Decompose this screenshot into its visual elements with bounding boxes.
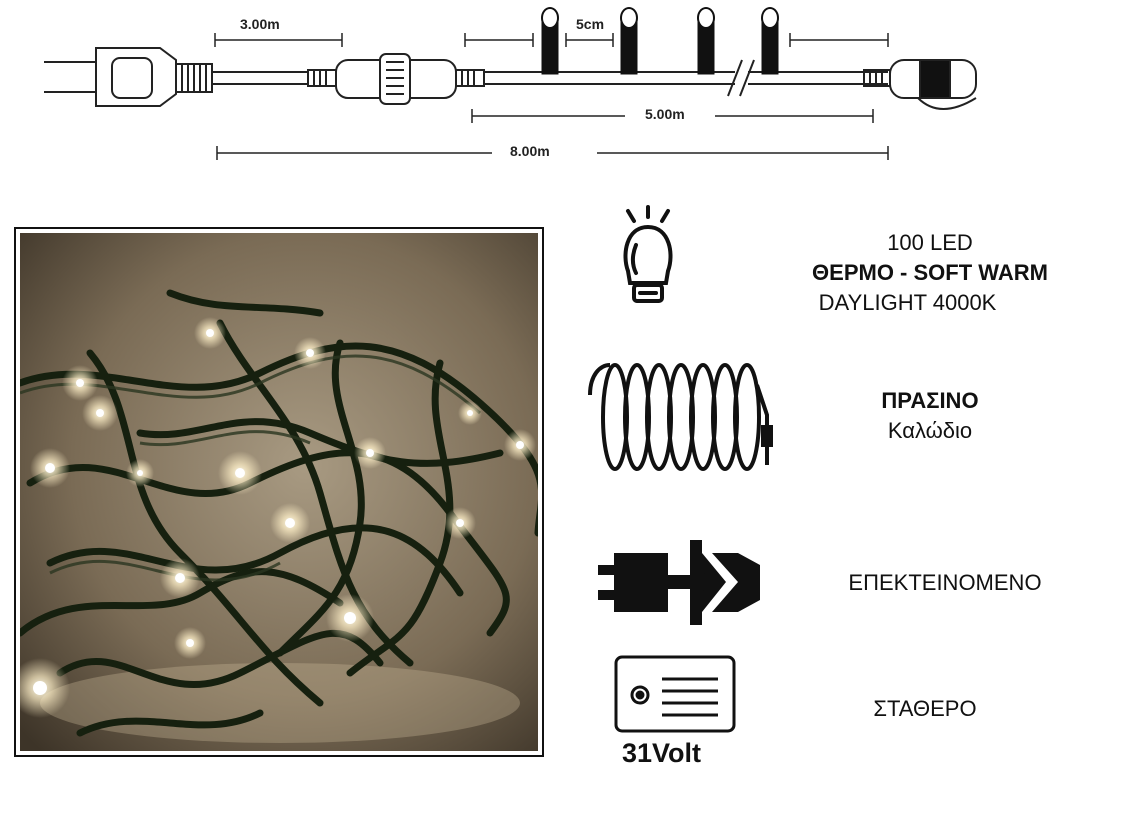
bulb-icon xyxy=(623,205,673,303)
coiled-cable-icon xyxy=(588,363,773,471)
extendable-label: ΕΠΕΚΤΕΙΝΟΜΕΝΟ xyxy=(848,570,1042,595)
lead-length-label: 3.00m xyxy=(240,16,280,32)
total-length-label: 8.00m xyxy=(510,143,550,159)
extendable-info: ΕΠΕΚΤΕΙΝΟΜΕΝΟ xyxy=(800,568,1090,598)
voltage-label: 31Volt xyxy=(622,738,702,768)
plug-connect-icon xyxy=(598,540,760,625)
transformer-label-icon xyxy=(614,655,736,733)
string-light-diagram: 3.00m 5cm 5.00m 8.00m xyxy=(0,0,1123,175)
mode-label: ΣΤΑΘΕΡΟ xyxy=(873,696,977,721)
dimension-diagram xyxy=(44,7,977,160)
cable-color: ΠΡΑΣΙΝΟ xyxy=(881,388,979,413)
led-count: 100 LED xyxy=(887,230,973,255)
product-photo-frame xyxy=(14,227,544,757)
mode-info: ΣΤΑΘΕΡΟ xyxy=(800,694,1050,724)
led-info: 100 LED ΘΕΡΜΟ - SOFT WARM DAYLIGHT 4000K xyxy=(760,228,1100,318)
led-color-name: ΘΕΡΜΟ - SOFT WARM xyxy=(812,260,1048,285)
cable-info: ΠΡΑΣΙΝΟ Καλώδιο xyxy=(800,386,1060,446)
lit-length-label: 5.00m xyxy=(645,106,685,122)
product-photo xyxy=(20,233,538,751)
led-temperature: DAYLIGHT 4000K xyxy=(818,290,997,315)
cable-label: Καλώδιο xyxy=(887,418,973,443)
spacing-label: 5cm xyxy=(576,16,605,32)
